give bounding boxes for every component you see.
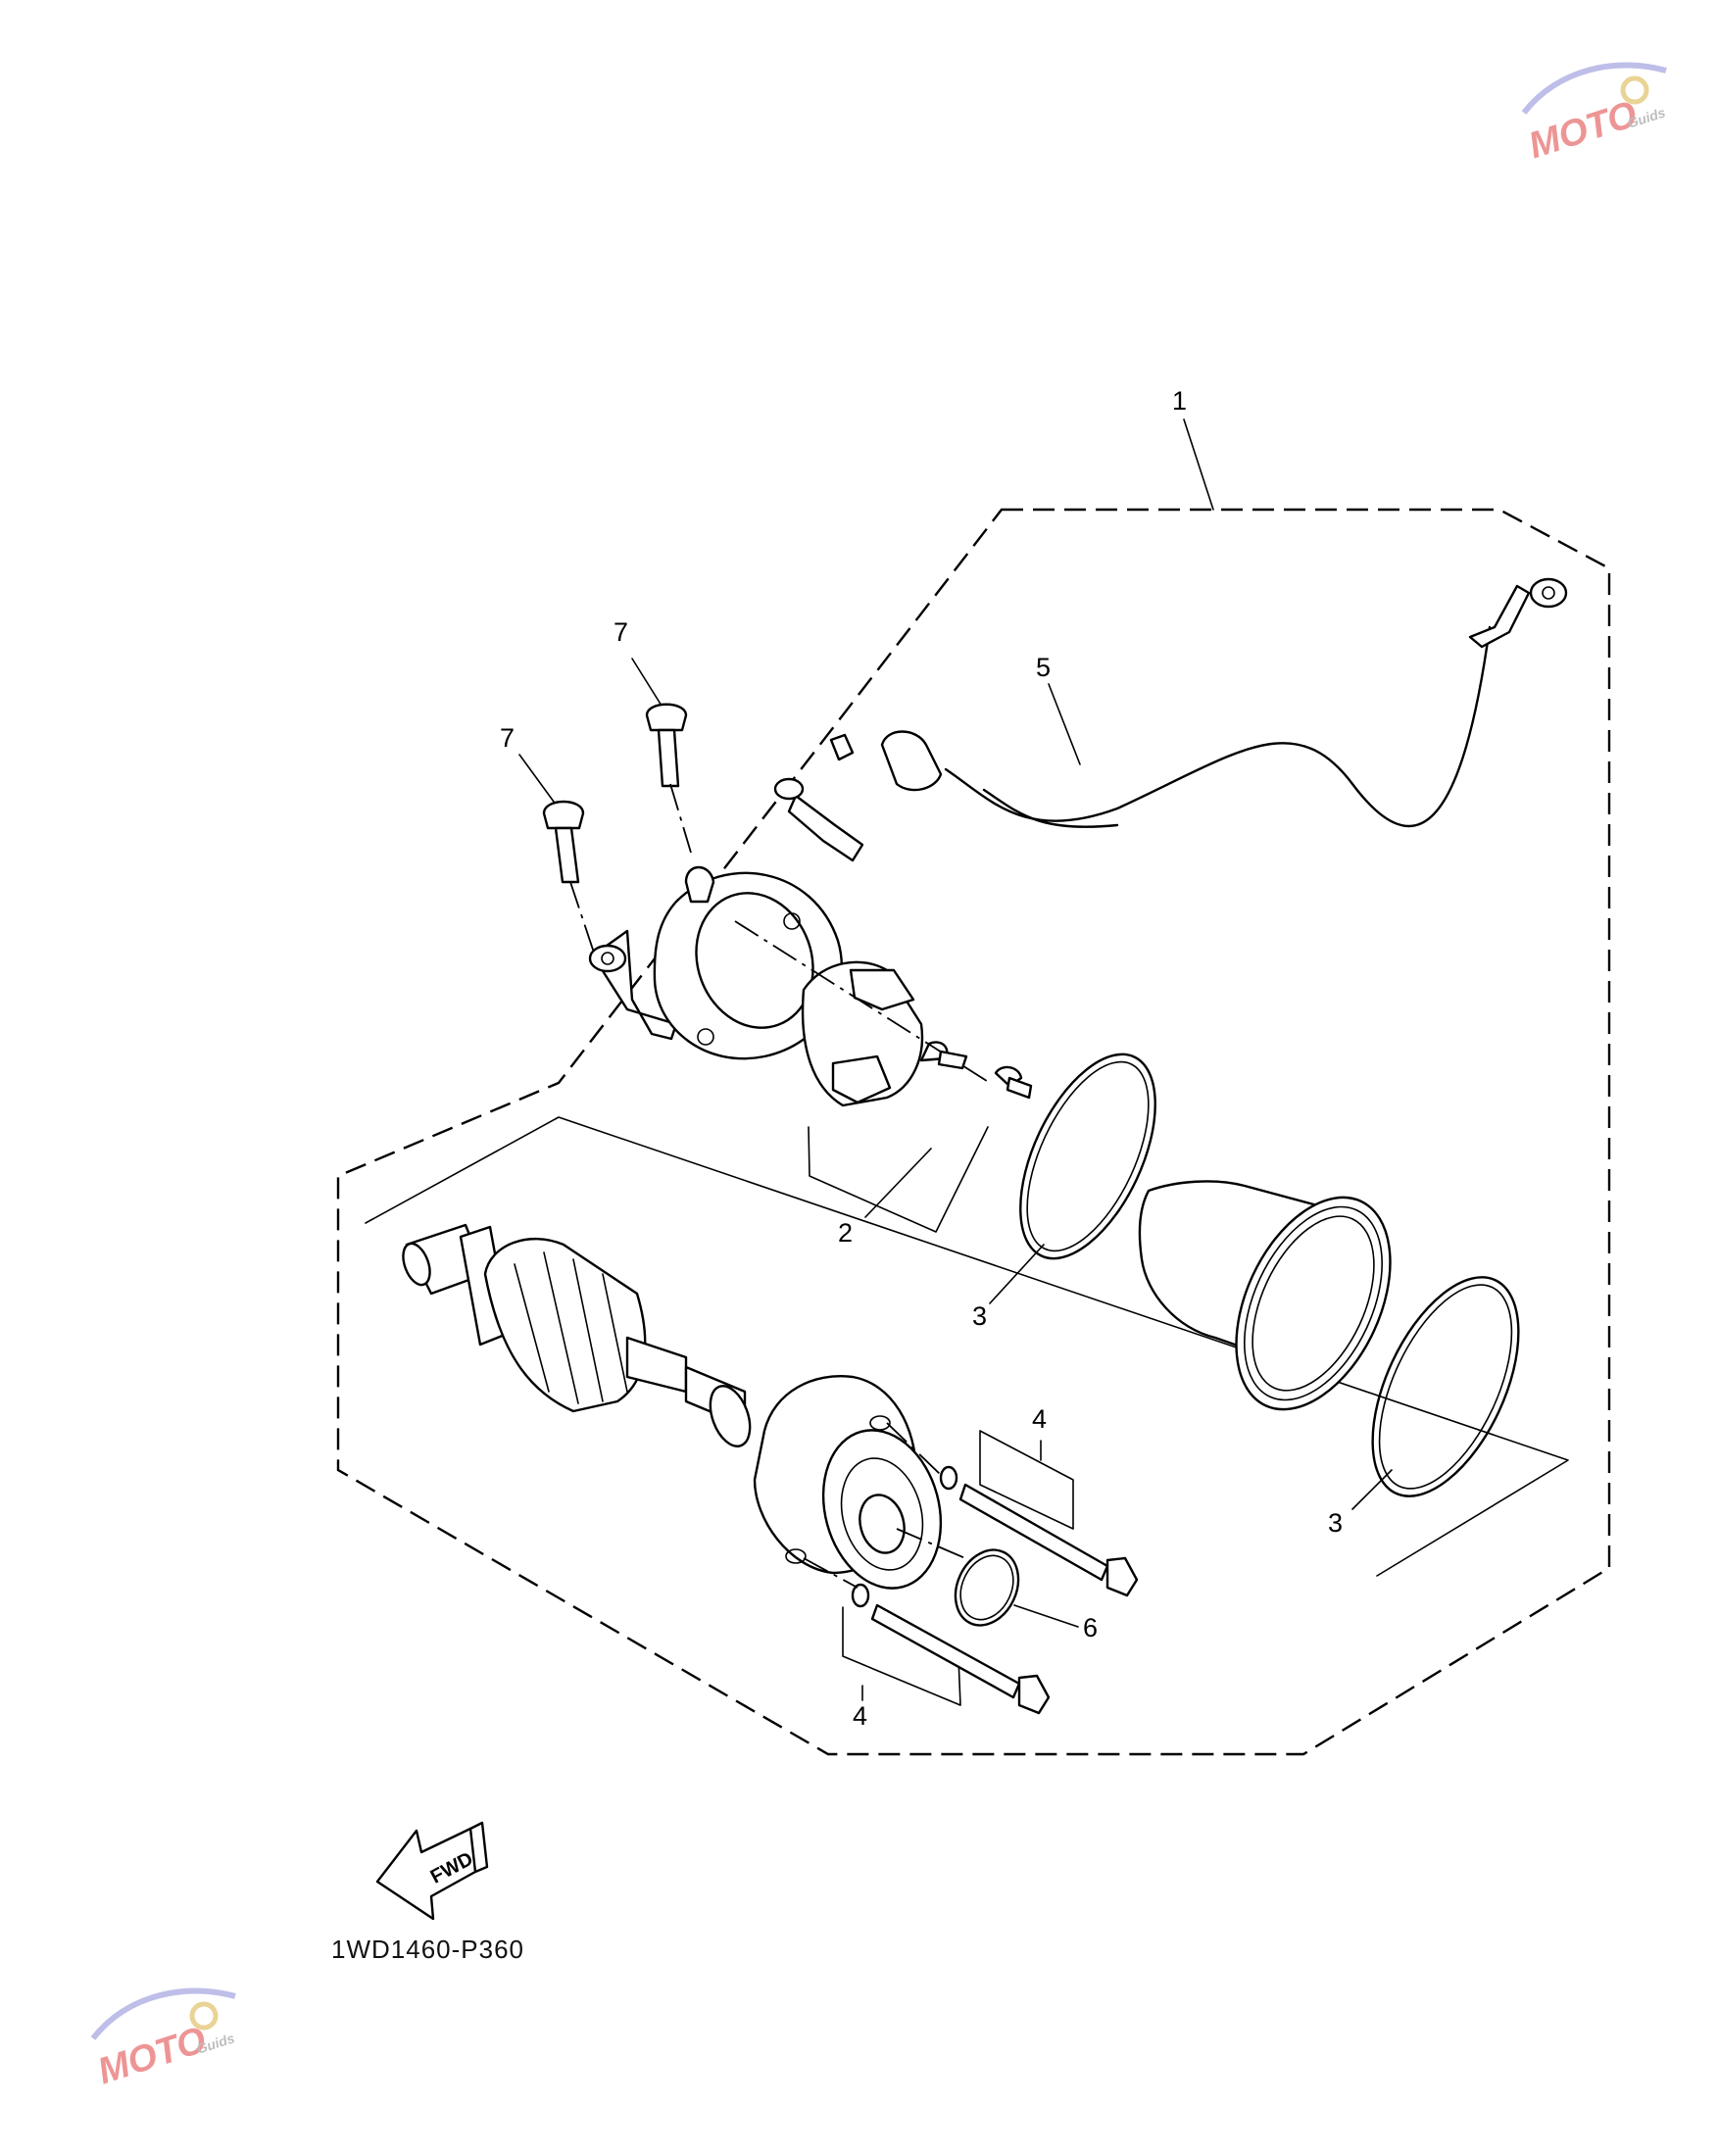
gear-icon <box>1620 75 1649 105</box>
callout-3-rear: 3 <box>972 1301 987 1331</box>
bolts-part-7 <box>542 703 692 971</box>
drawing-code: 1WD1460-P360 <box>331 1935 524 1964</box>
callout-2: 2 <box>838 1218 853 1248</box>
gear-icon <box>189 2001 219 2031</box>
armature-axis-box <box>365 1116 1569 1577</box>
callout-5: 5 <box>1036 653 1051 682</box>
callout-6: 6 <box>1083 1613 1098 1642</box>
through-bolts-part-4 <box>851 1465 1139 1715</box>
watermark-text-bottom: MOTO <box>93 2019 212 2092</box>
brush-holder-part-2 <box>734 920 1033 1107</box>
callout-3-front: 3 <box>1328 1508 1343 1538</box>
leader-lines <box>518 418 1393 1706</box>
o-ring-rear-inner <box>1026 1060 1150 1252</box>
yoke-housing <box>1138 1180 1392 1411</box>
callout-7-lower: 7 <box>500 723 515 753</box>
callout-4-upper: 4 <box>1032 1404 1047 1434</box>
armature <box>402 1223 752 1447</box>
watermark-text-top: MOTO <box>1524 93 1643 167</box>
o-ring-front-inner <box>1378 1284 1513 1490</box>
fwd-arrow: FWD <box>375 1821 489 1921</box>
watermark-logo-top: MOTO Guids <box>1521 62 1667 167</box>
o-ring-front-part-3 <box>1371 1276 1520 1497</box>
o-ring-rear-part-3 <box>1019 1053 1156 1260</box>
watermark-logo-bottom: MOTO Guids <box>90 1987 236 2092</box>
callout-7-upper: 7 <box>614 617 628 647</box>
callout-1: 1 <box>1172 386 1187 416</box>
rear-end-cover <box>588 865 843 1060</box>
callout-labels: 1 5 7 7 2 3 3 4 6 4 <box>500 386 1343 1731</box>
cable-lead-part-5 <box>773 577 1568 862</box>
assembly-boundary-outline <box>336 508 1611 1756</box>
o-ring-small-part-6 <box>954 1548 1020 1627</box>
callout-4-lower: 4 <box>853 1701 867 1731</box>
o-ring-small-inner <box>959 1554 1014 1621</box>
front-cover <box>753 1375 966 1590</box>
